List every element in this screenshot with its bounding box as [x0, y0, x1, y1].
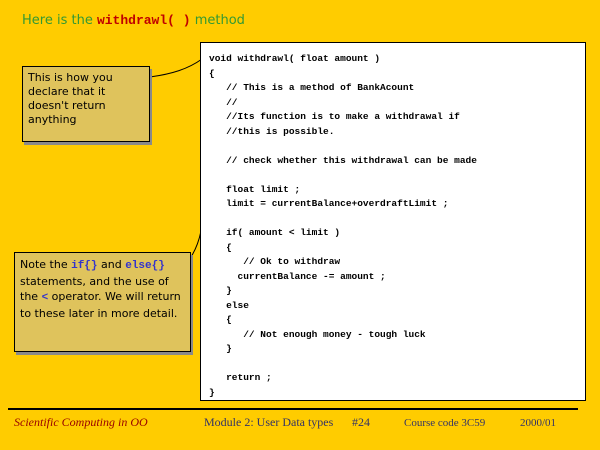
- footer-divider: [8, 408, 578, 410]
- if-note-mid2: statements, and the use of the: [20, 275, 169, 303]
- code-line: [209, 357, 581, 372]
- title-method-name: withdrawl( ): [96, 13, 191, 28]
- code-line: limit = currentBalance+overdraftLimit ;: [209, 198, 449, 209]
- code-line: // This is a method of BankAcount: [209, 82, 415, 93]
- code-box: void withdrawl( float amount ) { // This …: [200, 42, 586, 401]
- if-token: if{}: [71, 260, 98, 272]
- connector-line-return-note: [149, 58, 203, 78]
- footer-page-number: #24: [352, 415, 370, 429]
- code-line: // check whether this withdrawal can be …: [209, 154, 477, 166]
- code-line: float limit ;: [209, 183, 301, 195]
- code-line: //this is possible.: [209, 125, 335, 137]
- code-line: [209, 139, 581, 154]
- callout-return-note: This is how you declare that it doesn't …: [22, 66, 150, 142]
- code-line: // Ok to withdraw: [209, 256, 341, 267]
- less-than-token: <: [41, 292, 49, 304]
- code-lines: void withdrawl( float amount ) { // This …: [209, 52, 581, 400]
- code-line: void withdrawl( float amount ): [209, 53, 381, 64]
- title-suffix: method: [190, 13, 245, 28]
- if-note-post: operator. We will return to these later …: [20, 290, 181, 320]
- code-line: //: [209, 96, 238, 108]
- else-token: else{}: [125, 260, 165, 272]
- callout-if-note: Note the if{} and else{} statements, and…: [14, 252, 191, 352]
- code-line: [209, 212, 581, 227]
- code-line: }: [209, 285, 232, 296]
- if-note-mid1: and: [97, 258, 126, 271]
- code-line: {: [209, 314, 232, 325]
- code-line: }: [209, 343, 232, 354]
- footer-year: 2000/01: [520, 417, 557, 429]
- footer-module-label: Module 2: User Data types: [204, 415, 334, 429]
- callout-return-note-text: This is how you declare that it doesn't …: [28, 71, 113, 126]
- code-line: else: [209, 299, 249, 311]
- code-line: }: [209, 386, 215, 398]
- footer-course-title: Scientific Computing in OO: [14, 415, 148, 429]
- code-line: [209, 168, 581, 183]
- code-line: if( amount < limit ): [209, 227, 341, 238]
- footer-course-code: Course code 3C59: [404, 417, 486, 429]
- title-prefix: Here is the: [22, 13, 97, 28]
- code-line: // Not enough money - tough luck: [209, 328, 426, 340]
- code-line: {: [209, 241, 232, 253]
- code-line: {: [209, 67, 215, 79]
- code-line: currentBalance -= amount ;: [209, 270, 386, 282]
- code-line: //Its function is to make a withdrawal i…: [209, 111, 460, 122]
- code-line: return ;: [209, 372, 272, 383]
- if-note-pre: Note the: [20, 258, 72, 271]
- page-title: Here is the withdrawl( ) method: [22, 13, 245, 28]
